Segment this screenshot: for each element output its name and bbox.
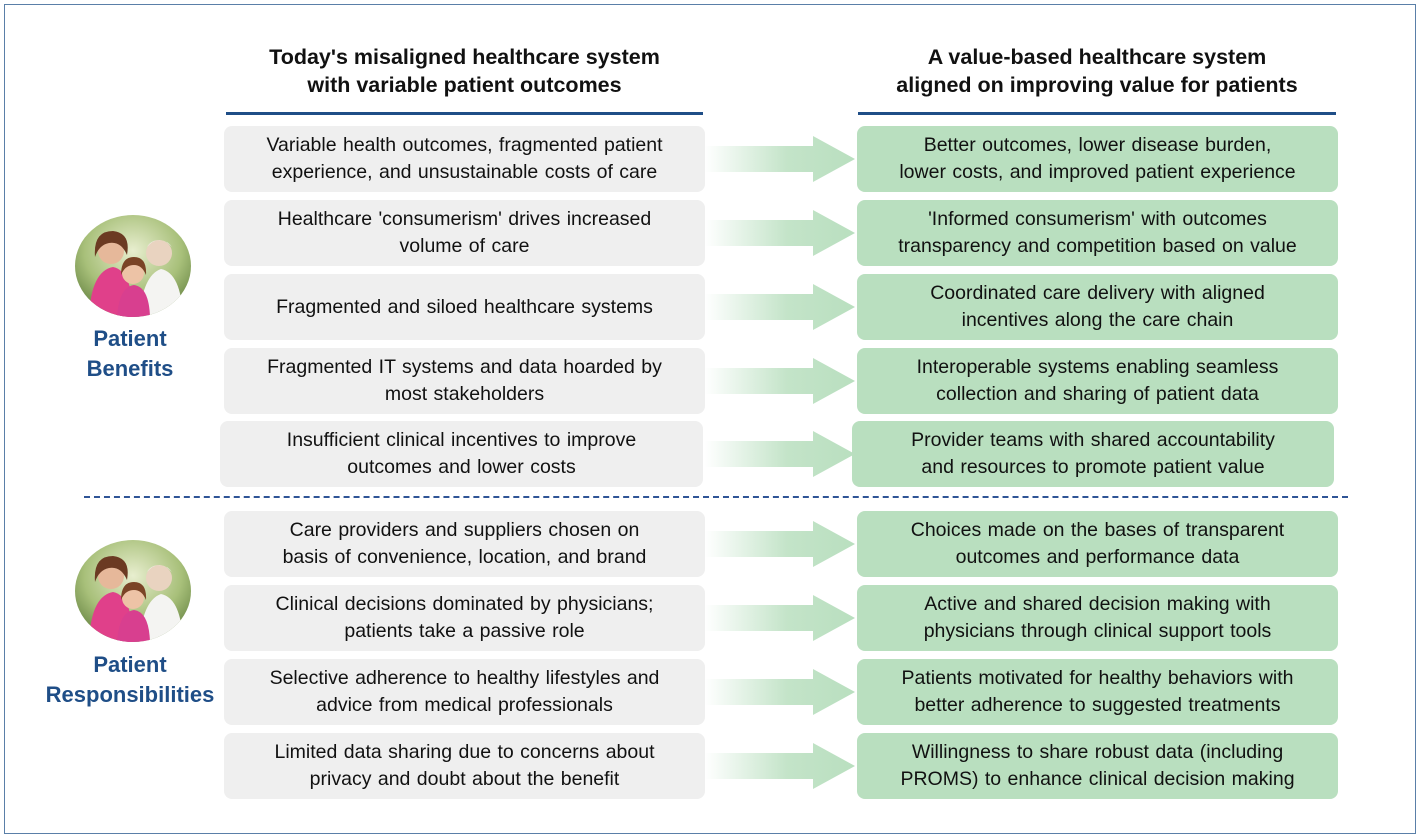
transition-arrow-icon <box>705 284 855 330</box>
transition-arrow-icon <box>705 136 855 182</box>
value-based-state-box: Better outcomes, lower disease burden, lo… <box>857 126 1338 192</box>
current-state-line: Variable health outcomes, fragmented pat… <box>266 134 663 156</box>
value-based-state-line: Better outcomes, lower disease burden, <box>923 134 1272 156</box>
current-state-line: patients take a passive role <box>344 620 585 642</box>
value-based-state-text: Choices made on the bases of transparent… <box>911 517 1284 571</box>
current-state-text: Care providers and suppliers chosen on ba… <box>283 517 647 571</box>
benefits-label-line-2: Benefits <box>86 356 174 381</box>
value-based-state-box: Coordinated care delivery with aligned in… <box>857 274 1338 340</box>
current-state-line: Fragmented IT systems and data hoarded b… <box>267 356 662 378</box>
value-based-state-line: transparency and competition based on va… <box>898 235 1297 257</box>
family-photo-icon <box>75 540 191 642</box>
current-state-line: volume of care <box>399 235 530 257</box>
current-state-box: Care providers and suppliers chosen on ba… <box>224 511 705 577</box>
current-state-line: experience, and unsustainable costs of c… <box>271 161 658 183</box>
value-based-state-box: 'Informed consumerism' with outcomes tran… <box>857 200 1338 266</box>
section-divider <box>84 496 1348 498</box>
value-based-state-line: Provider teams with shared accountabilit… <box>911 429 1275 451</box>
value-based-state-line: Willingness to share robust data (includ… <box>911 741 1284 763</box>
current-state-line: privacy and doubt about the benefit <box>309 768 620 790</box>
value-based-state-line: Choices made on the bases of transparent <box>910 519 1285 541</box>
value-based-state-line: Coordinated care delivery with aligned <box>930 282 1265 304</box>
value-based-state-text: Patients motivated for healthy behaviors… <box>902 665 1294 719</box>
current-state-box: Healthcare 'consumerism' drives increase… <box>224 200 705 266</box>
value-based-state-box: Patients motivated for healthy behaviors… <box>857 659 1338 725</box>
current-state-text: Clinical decisions dominated by physicia… <box>276 591 654 645</box>
current-state-line: advice from medical professionals <box>316 694 613 716</box>
current-state-box: Variable health outcomes, fragmented pat… <box>224 126 705 192</box>
responsibilities-label-line-2: Responsibilities <box>45 682 215 707</box>
current-state-box: Insufficient clinical incentives to impr… <box>220 421 703 487</box>
transition-arrow-icon <box>705 358 855 404</box>
value-based-state-text: Better outcomes, lower disease burden, lo… <box>899 132 1295 186</box>
value-based-state-box: Willingness to share robust data (includ… <box>857 733 1338 799</box>
current-state-text: Insufficient clinical incentives to impr… <box>287 427 636 481</box>
value-based-state-text: Provider teams with shared accountabilit… <box>911 427 1275 481</box>
current-state-text: Fragmented and siloed healthcare systems <box>276 294 653 321</box>
current-state-line: Insufficient clinical incentives to impr… <box>286 429 637 451</box>
value-based-state-text: Active and shared decision making with ph… <box>924 591 1272 645</box>
current-state-text: Selective adherence to healthy lifestyle… <box>270 665 660 719</box>
value-based-state-line: PROMS) to enhance clinical decision maki… <box>900 768 1295 790</box>
value-based-state-text: 'Informed consumerism' with outcomes tran… <box>898 206 1297 260</box>
current-state-line: basis of convenience, location, and bran… <box>282 546 647 568</box>
value-based-state-box: Interoperable systems enabling seamless c… <box>857 348 1338 414</box>
value-based-state-box: Choices made on the bases of transparent… <box>857 511 1338 577</box>
responsibilities-label-line-1: Patient <box>93 652 167 677</box>
right-header-line-1: A value-based healthcare system <box>927 45 1267 69</box>
value-based-state-line: and resources to promote patient value <box>921 456 1265 478</box>
value-based-state-line: physicians through clinical support tool… <box>923 620 1272 642</box>
transition-arrow-icon <box>705 210 855 256</box>
value-based-state-line: incentives along the care chain <box>961 309 1234 331</box>
current-state-box: Fragmented IT systems and data hoarded b… <box>224 348 705 414</box>
left-header-line-2: with variable patient outcomes <box>307 73 622 97</box>
current-state-box: Fragmented and siloed healthcare systems <box>224 274 705 340</box>
patient-benefits-label: Patient Benefits <box>60 324 200 384</box>
left-header-line-1: Today's misaligned healthcare system <box>269 45 660 69</box>
current-state-line: outcomes and lower costs <box>347 456 576 478</box>
benefits-label-line-1: Patient <box>93 326 167 351</box>
right-column-header: A value-based healthcare system aligned … <box>858 43 1336 115</box>
transition-arrow-icon <box>705 431 855 477</box>
value-based-state-box: Provider teams with shared accountabilit… <box>852 421 1334 487</box>
current-state-line: Selective adherence to healthy lifestyle… <box>269 667 660 689</box>
left-column-header: Today's misaligned healthcare system wit… <box>226 43 703 115</box>
current-state-line: Limited data sharing due to concerns abo… <box>274 741 655 763</box>
right-header-line-2: aligned on improving value for patients <box>896 73 1298 97</box>
current-state-text: Healthcare 'consumerism' drives increase… <box>278 206 652 260</box>
value-based-state-line: Patients motivated for healthy behaviors… <box>901 667 1294 689</box>
family-photo-icon <box>75 215 191 317</box>
value-based-state-line: 'Informed consumerism' with outcomes <box>928 208 1267 230</box>
patient-responsibilities-label: Patient Responsibilities <box>30 650 230 710</box>
current-state-box: Selective adherence to healthy lifestyle… <box>224 659 705 725</box>
transition-arrow-icon <box>705 669 855 715</box>
value-based-state-line: Active and shared decision making with <box>924 593 1271 615</box>
current-state-line: Care providers and suppliers chosen on <box>289 519 640 541</box>
value-based-state-line: collection and sharing of patient data <box>936 383 1259 405</box>
current-state-text: Fragmented IT systems and data hoarded b… <box>267 354 662 408</box>
value-based-state-box: Active and shared decision making with ph… <box>857 585 1338 651</box>
current-state-line: most stakeholders <box>384 383 545 405</box>
right-header-rule <box>858 112 1336 115</box>
current-state-box: Clinical decisions dominated by physicia… <box>224 585 705 651</box>
current-state-line: Fragmented and siloed healthcare systems <box>276 295 653 318</box>
current-state-text: Variable health outcomes, fragmented pat… <box>266 132 662 186</box>
transition-arrow-icon <box>705 595 855 641</box>
value-based-state-line: better adherence to suggested treatments <box>914 694 1281 716</box>
value-based-state-line: Interoperable systems enabling seamless <box>916 356 1279 378</box>
value-based-state-line: lower costs, and improved patient experi… <box>899 161 1296 183</box>
current-state-text: Limited data sharing due to concerns abo… <box>275 739 655 793</box>
current-state-line: Healthcare 'consumerism' drives increase… <box>277 208 652 230</box>
left-header-rule <box>226 112 703 115</box>
value-based-state-text: Willingness to share robust data (includ… <box>900 739 1294 793</box>
current-state-line: Clinical decisions dominated by physicia… <box>275 593 654 615</box>
value-based-state-line: outcomes and performance data <box>955 546 1240 568</box>
transition-arrow-icon <box>705 521 855 567</box>
current-state-box: Limited data sharing due to concerns abo… <box>224 733 705 799</box>
value-based-state-text: Coordinated care delivery with aligned in… <box>930 280 1265 334</box>
value-based-state-text: Interoperable systems enabling seamless c… <box>917 354 1279 408</box>
transition-arrow-icon <box>705 743 855 789</box>
